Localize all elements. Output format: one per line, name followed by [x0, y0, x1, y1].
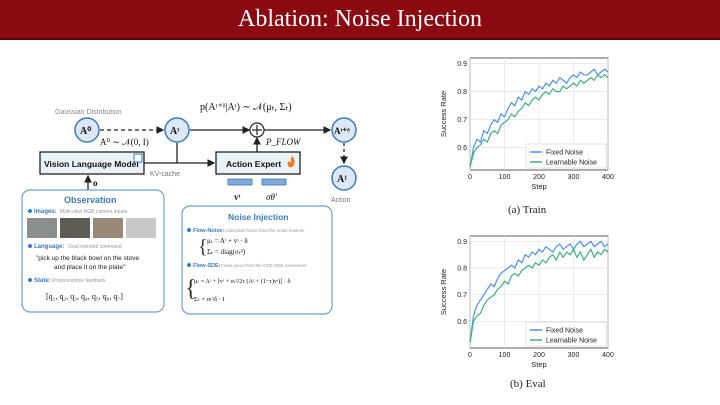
train-series-line-learnable: [469, 73, 609, 168]
eval-xtick-label: 100: [499, 352, 511, 359]
architecture-diagram: Gaussian Distribution A⁰ A⁰ ∼ 𝒩(0, I) Aᵗ…: [21, 102, 357, 315]
at-node-label: Aᵗ: [170, 126, 179, 137]
flow-noise-desc: Learnable Noise from the noise network: [225, 228, 305, 233]
train-ytick-label: 0.7: [457, 117, 467, 124]
images-label: Images:: [34, 209, 57, 215]
flow-sde-label: Flow-SDE:: [193, 263, 221, 269]
eval-ytick-label: 0.7: [457, 292, 467, 299]
train-xtick-label: 300: [568, 174, 580, 181]
train-xtick-label: 0: [468, 174, 472, 181]
eval-legend-box: [525, 321, 607, 347]
state-vector: [q₁, q₂, q₃, q₄, q₅, q₆, q₇]: [46, 292, 123, 301]
sigma-label: σθ′: [266, 192, 278, 202]
eval-xlabel: Step: [531, 360, 546, 369]
eval-ytick-label: 0.9: [457, 239, 467, 246]
flow-noise-label: Flow-Noise:: [193, 228, 224, 234]
images-desc: Multi-view RGB camera inputs: [60, 209, 128, 215]
sigma-token-bar: [261, 178, 287, 186]
train-legend-label: Fixed Noise: [546, 150, 583, 157]
flow-noise-bullet-icon: [187, 228, 191, 232]
a0-node-label: A⁰: [80, 126, 91, 137]
eval-legend-label: Fixed Noise: [546, 328, 583, 335]
o-label: o: [93, 178, 98, 188]
train-series-line-fixed: [469, 68, 609, 168]
flow-noise-eq2: Σₜ = diag(σₜ²): [207, 248, 246, 256]
a0-distribution: A⁰ ∼ 𝒩(0, I): [100, 137, 149, 147]
a1-node: [331, 165, 357, 191]
eval-series-line-learnable: [469, 248, 609, 343]
camera-image-2: [60, 218, 90, 238]
language-label: Language:: [34, 244, 64, 250]
flow-sde-eq1: μₜ = Aᵗ + [vᵗ + σₜ²/2τ (Aᵗ + (1−τ)vᵗ)] ·…: [194, 278, 290, 285]
language-desc: Goal-oriented command: [68, 244, 122, 250]
train-caption: (a) Train: [508, 204, 547, 216]
train-legend-label: Learnable Noise: [546, 160, 597, 167]
state-desc: Proprioceptive feedback: [52, 278, 106, 284]
eval-ytick-label: 0.8: [457, 266, 467, 273]
vlm-badge-icon: [133, 153, 143, 163]
eval-xtick-label: 400: [602, 352, 614, 359]
train-xtick-label: 200: [533, 174, 545, 181]
v-token-bar: [227, 178, 253, 186]
flow-noise-eq1: μₜ = Aᵗ + vᵗ · δ: [207, 237, 248, 245]
train-xlabel: Step: [531, 182, 546, 191]
slide-title-bar: Ablation: Noise Injection: [0, 0, 720, 40]
flow-sde-bullet-icon: [187, 263, 191, 267]
state-bullet-icon: [28, 278, 32, 282]
eval-series-line-fixed: [469, 240, 609, 343]
train-xtick-label: 400: [602, 174, 614, 181]
eval-xtick-label: 300: [568, 352, 580, 359]
slide-title: Ablation: Noise Injection: [238, 6, 482, 32]
flow-sde-desc: Fixed noise from the ODE-SDE conversion: [221, 263, 307, 268]
images-bullet-icon: [28, 209, 32, 213]
kv-label: KV-cache: [150, 171, 180, 178]
eval-legend-label: Learnable Noise: [546, 338, 597, 345]
pflow-label: P_FLOW: [265, 137, 302, 147]
noise-title: Noise Injection: [228, 212, 288, 222]
train-ytick-label: 0.6: [457, 145, 467, 152]
train-ytick-label: 0.8: [457, 89, 467, 96]
eval-caption: (b) Eval: [510, 378, 546, 390]
train-legend-box: [525, 143, 607, 169]
a0-node: [74, 117, 100, 143]
atd-node: [331, 117, 357, 143]
transition-formula: p(Aᵗ⁺ᵟ|Aᵗ) ∼ 𝒩(μₜ, Σₜ): [200, 102, 292, 113]
atd-node-label: Aᵗ⁺ᵟ: [334, 126, 350, 136]
flow-sde-eq2: Σₜ = σₜ²δ · I: [194, 296, 225, 303]
state-label: State:: [34, 278, 51, 284]
camera-image-3: [93, 218, 123, 238]
observation-title: Observation: [64, 195, 117, 205]
flame-icon: [287, 156, 295, 168]
noise-injection-panel: [181, 205, 333, 315]
v-label: vᵗ: [234, 192, 241, 202]
command-line-2: and place it on the plate": [54, 264, 126, 271]
vlm-label: Vision Language Model: [44, 159, 139, 169]
train-ylabel: Success Rate: [439, 91, 448, 137]
flow-sde-brace: {: [185, 276, 197, 302]
ae-label: Action Expert: [226, 159, 281, 169]
eval-xtick-label: 0: [468, 352, 472, 359]
a1-node-label: A¹: [337, 174, 347, 185]
command-line-1: "pick up the black bowl on the stove: [36, 255, 140, 262]
gaussian-label: Gaussian Distribution: [55, 109, 122, 116]
ae-box: [215, 151, 301, 175]
train-ytick-label: 0.9: [457, 61, 467, 68]
eval-ylabel: Success Rate: [439, 269, 448, 315]
eval-ytick-label: 0.6: [457, 319, 467, 326]
train-xtick-label: 100: [499, 174, 511, 181]
language-bullet-icon: [28, 244, 32, 248]
action-label: Action: [331, 197, 351, 204]
camera-image-4: [126, 218, 156, 238]
flow-noise-brace: {: [198, 236, 208, 258]
eval-xtick-label: 200: [533, 352, 545, 359]
camera-image-1: [27, 218, 57, 238]
at-node: [164, 117, 190, 143]
